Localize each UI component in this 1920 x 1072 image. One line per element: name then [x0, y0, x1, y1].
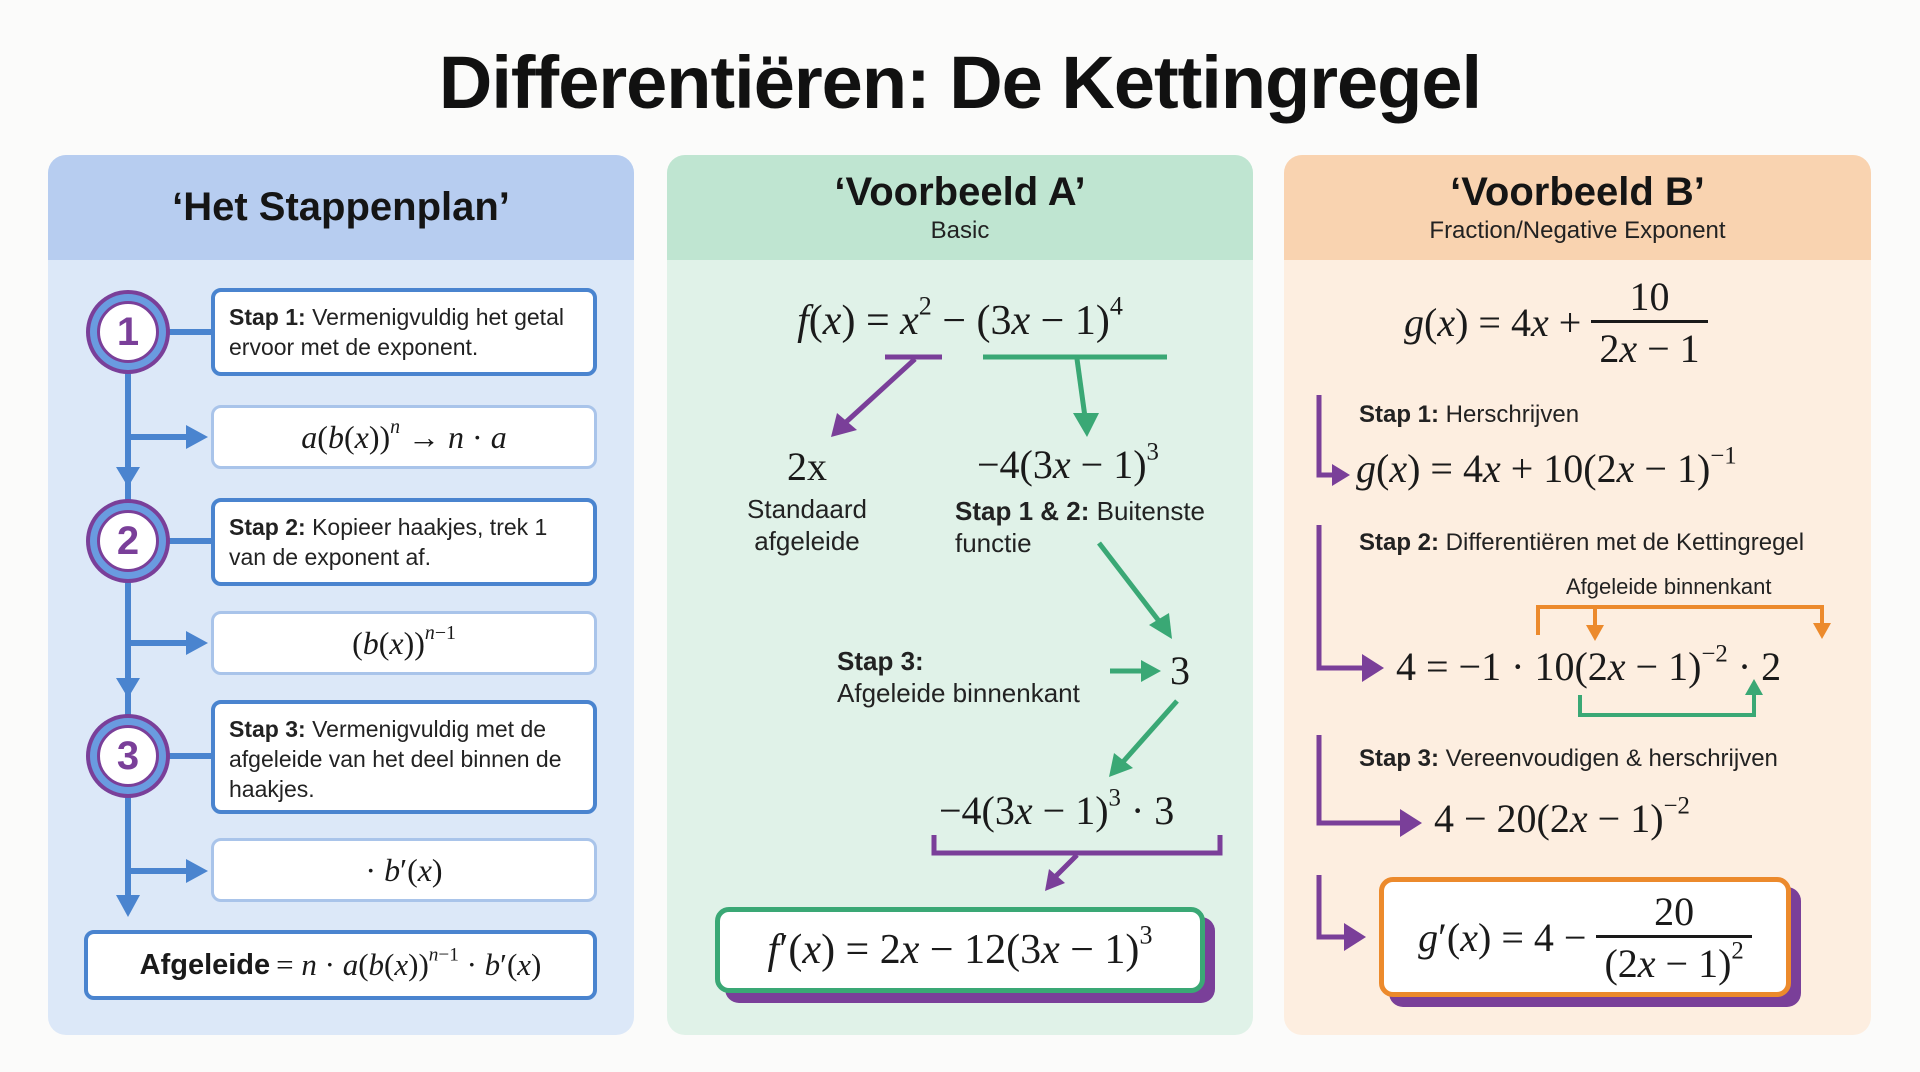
step-2-description: Stap 2: Kopieer haakjes, trek 1 van de e… [211, 498, 597, 586]
step-2-formula: (b(x))n−1 [211, 611, 597, 675]
panel-voorbeeld-a: ‘Voorbeeld A’ Basic f(x) = x2 − (3x − 1)… [667, 155, 1253, 1035]
panel-subtitle: Basic [930, 217, 990, 244]
step-1-formula: a(b(x))n → n · a [211, 405, 597, 469]
panel-stappenplan: ‘Het Stappenplan’ 1 Stap 1: Vermenigvuld [48, 155, 634, 1035]
standard-derivative-caption: Standaard afgeleide [747, 494, 867, 556]
outer-derivative: −4(3x − 1)3 [977, 438, 1159, 487]
outer-function-caption: Stap 1 & 2: Buitenste functie [955, 496, 1206, 558]
function-f: f(x) = x2 − (3x − 1)4 [797, 291, 1123, 344]
step-1-description: Stap 1: Vermenigvuldig het getal ervoor … [211, 288, 597, 376]
panel-voorbeeld-b: ‘Voorbeeld B’ Fraction/Negative Exponent [1284, 155, 1871, 1035]
panel-title: ‘Het Stappenplan’ [172, 185, 510, 229]
panel-subtitle: Fraction/Negative Exponent [1429, 217, 1726, 244]
inner-derivative-value: 3 [1170, 648, 1190, 693]
chain-rule-result: Afgeleide = n · a(b(x))n−1 · b′(x) [84, 930, 597, 1000]
panel-title: ‘Voorbeeld A’ [834, 170, 1086, 214]
final-answer-a: f′(x) = 2x − 12(3x − 1)3 [715, 907, 1205, 993]
example-a-arrows [831, 354, 1223, 891]
b-step-2-formula: 4 = −1 · 10(2x − 1)−2 · 2 [1396, 640, 1782, 689]
flow-connectors [116, 329, 213, 917]
b-step-1-formula: g(x) = 4x + 10(2x − 1)−1 [1356, 442, 1737, 491]
inner-derivative-caption: Stap 3: Afgeleide binnenkant [837, 646, 1080, 708]
combined-product: −4(3x − 1)3 · 3 [939, 784, 1175, 833]
step-3-badge: 3 [86, 714, 170, 798]
panel-header: ‘Het Stappenplan’ [48, 155, 634, 260]
final-answer-b: g′(x) = 4 − 20(2x − 1)2 [1379, 877, 1791, 997]
b-step-2-caption: Stap 2: Differentiëren met de Kettingreg… [1359, 529, 1805, 556]
step-3-formula: · b′(x) [211, 838, 597, 902]
step-1-badge: 1 [86, 290, 170, 374]
b-step-3-formula: 4 − 20(2x − 1)−2 [1434, 792, 1690, 841]
step-3-description: Stap 3: Vermenigvuldig met de afgeleide … [211, 700, 597, 814]
derivative-x-squared: 2x [787, 444, 827, 489]
inner-derivative-annotation: Afgeleide binnenkant [1566, 574, 1772, 599]
b-step-1-caption: Stap 1: Herschrijven [1359, 401, 1580, 428]
panel-title: ‘Voorbeeld B’ [1450, 170, 1705, 214]
panel-header: ‘Voorbeeld A’ Basic [667, 155, 1253, 260]
b-step-3-caption: Stap 3: Vereenvoudigen & herschrijven [1359, 745, 1778, 772]
panel-header: ‘Voorbeeld B’ Fraction/Negative Exponent [1284, 155, 1871, 260]
step-2-badge: 2 [86, 499, 170, 583]
page-title: Differentiëren: De Kettingregel [438, 41, 1482, 124]
